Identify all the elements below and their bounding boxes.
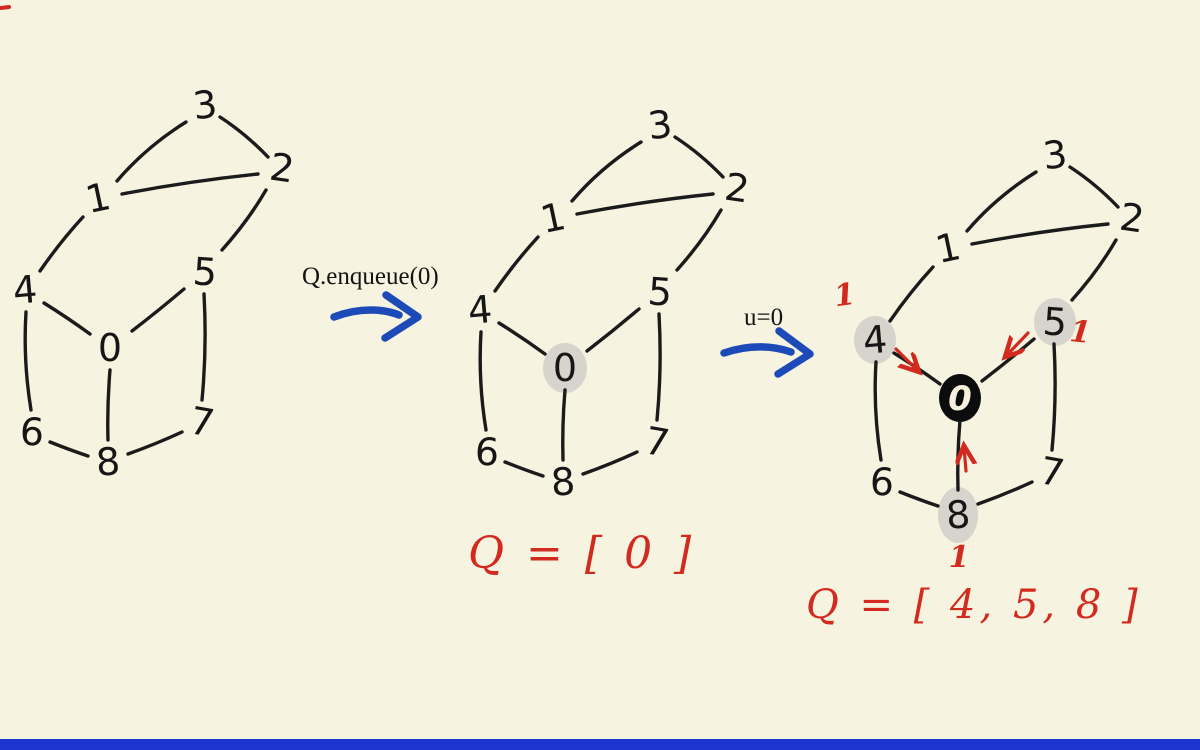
node-5-highlight: [1034, 298, 1076, 346]
node-8-highlight: [938, 487, 978, 543]
node-label-3: 3: [1041, 132, 1070, 178]
graph-edges: [23, 115, 270, 458]
node-0-highlight: [543, 343, 587, 393]
distance-label-node5: 1: [1068, 314, 1092, 351]
node-label-5: 5: [191, 249, 218, 295]
node-label-8: 8: [549, 459, 576, 505]
node-label-1: 1: [82, 174, 115, 222]
node-label-4: 4: [466, 287, 494, 333]
graph-panel-initial: 3 2 1 4 5 0 6 8 7: [11, 82, 297, 485]
queue-note-after-enqueue: Q = [ 0 ]: [468, 528, 695, 579]
node-label-0: 0: [948, 379, 972, 419]
discover-arrow-4-icon: [894, 347, 918, 371]
node-label-2: 2: [267, 145, 297, 192]
node-label-3: 3: [646, 102, 675, 148]
flow-arrow-2-icon: [720, 327, 814, 378]
node-label-6: 6: [19, 409, 45, 454]
node-label-4: 4: [11, 267, 39, 313]
queue-note-after-u0: Q = [ 4, 5, 8 ]: [806, 582, 1142, 628]
discover-arrow-5-icon: [1006, 331, 1030, 356]
distance-label-node8: 1: [949, 540, 970, 575]
node-label-3: 3: [191, 82, 220, 128]
distance-label-node4: 1: [832, 277, 858, 315]
graph-panel-after-u0: 3 2 1 4 5 0 6 8 7 1 1 1: [832, 132, 1147, 575]
node-label-8: 8: [94, 439, 121, 485]
graph-edges: [478, 135, 725, 478]
node-label-1: 1: [537, 194, 570, 242]
flow-arrow-1-icon: [330, 291, 422, 342]
discover-arrow-8-icon: [964, 447, 966, 473]
node-label-6: 6: [474, 429, 500, 474]
node-label-2: 2: [722, 165, 752, 212]
bottom-blue-bar: [0, 739, 1200, 750]
node-label-0: 0: [98, 326, 122, 370]
node-label-7: 7: [1036, 448, 1067, 496]
node-4-highlight: [854, 316, 896, 364]
enqueue-step-label: Q.enqueue(0): [302, 263, 439, 290]
node-label-5: 5: [1041, 299, 1068, 345]
node-label-2: 2: [1117, 195, 1147, 242]
node-label-7: 7: [641, 418, 672, 466]
node-label-8: 8: [945, 492, 972, 538]
node-label-7: 7: [186, 398, 217, 446]
node-label-0: 0: [553, 346, 577, 390]
graph-panel-after-enqueue: 3 2 1 4 5 0 6 8 7: [466, 102, 752, 505]
node-label-1: 1: [932, 224, 965, 272]
node-0-visited-highlight: [939, 374, 981, 422]
stray-red-mark: [0, 5, 11, 10]
node-label-5: 5: [646, 269, 673, 315]
node-label-4: 4: [861, 317, 889, 363]
node-label-6: 6: [869, 459, 895, 504]
u-step-label: u=0: [744, 304, 783, 331]
